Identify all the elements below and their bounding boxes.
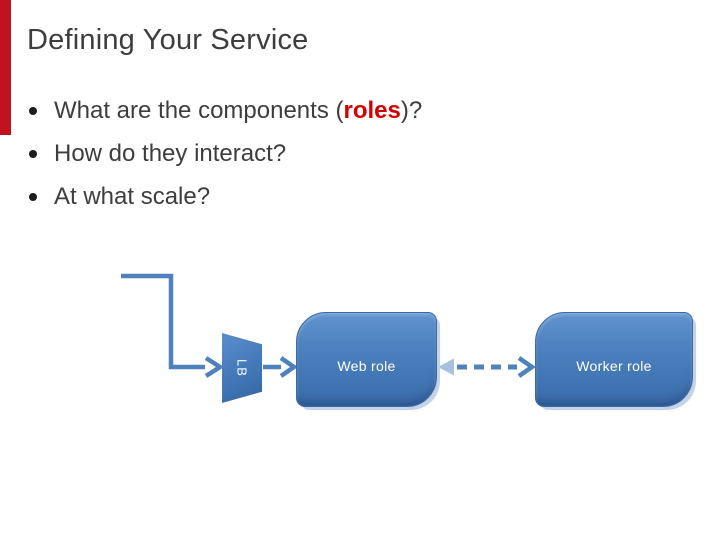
roles-highlight: roles xyxy=(343,97,401,124)
slide-title: Defining Your Service xyxy=(27,24,309,56)
bullet-item-components: What are the components (roles)? xyxy=(27,94,422,127)
web-role-box: Web role xyxy=(296,312,437,407)
left-accent-bar xyxy=(0,0,11,135)
bullet-text-components: What are the components (roles)? xyxy=(54,94,422,127)
bullet-dot xyxy=(29,107,37,115)
elbow-arrowhead-icon xyxy=(204,356,225,378)
bullet-text-scale: At what scale? xyxy=(54,183,211,210)
web-role-label: Web role xyxy=(337,357,396,374)
bullet-text-pre: What are the components ( xyxy=(54,97,344,124)
bullet-list: What are the components (roles)? How do … xyxy=(27,94,422,223)
elbow-connector-line xyxy=(121,273,205,370)
bullet-text-post: )? xyxy=(400,97,423,124)
worker-role-box: Worker role xyxy=(535,312,693,407)
dashed-right-arrowhead-icon xyxy=(517,356,536,378)
worker-role-label: Worker role xyxy=(576,357,652,374)
load-balancer-label: LB xyxy=(234,359,250,377)
bullet-text-interact: How do they interact? xyxy=(54,140,287,167)
lb-to-web-arrowhead-icon xyxy=(279,356,298,378)
dashed-left-arrowhead-icon xyxy=(438,358,454,376)
load-balancer-shape: LB xyxy=(222,333,262,403)
bullet-dot xyxy=(29,193,37,201)
bullet-item-scale: At what scale? xyxy=(27,180,422,213)
bullet-dot xyxy=(29,150,37,158)
bullet-item-interact: How do they interact? xyxy=(27,137,422,170)
